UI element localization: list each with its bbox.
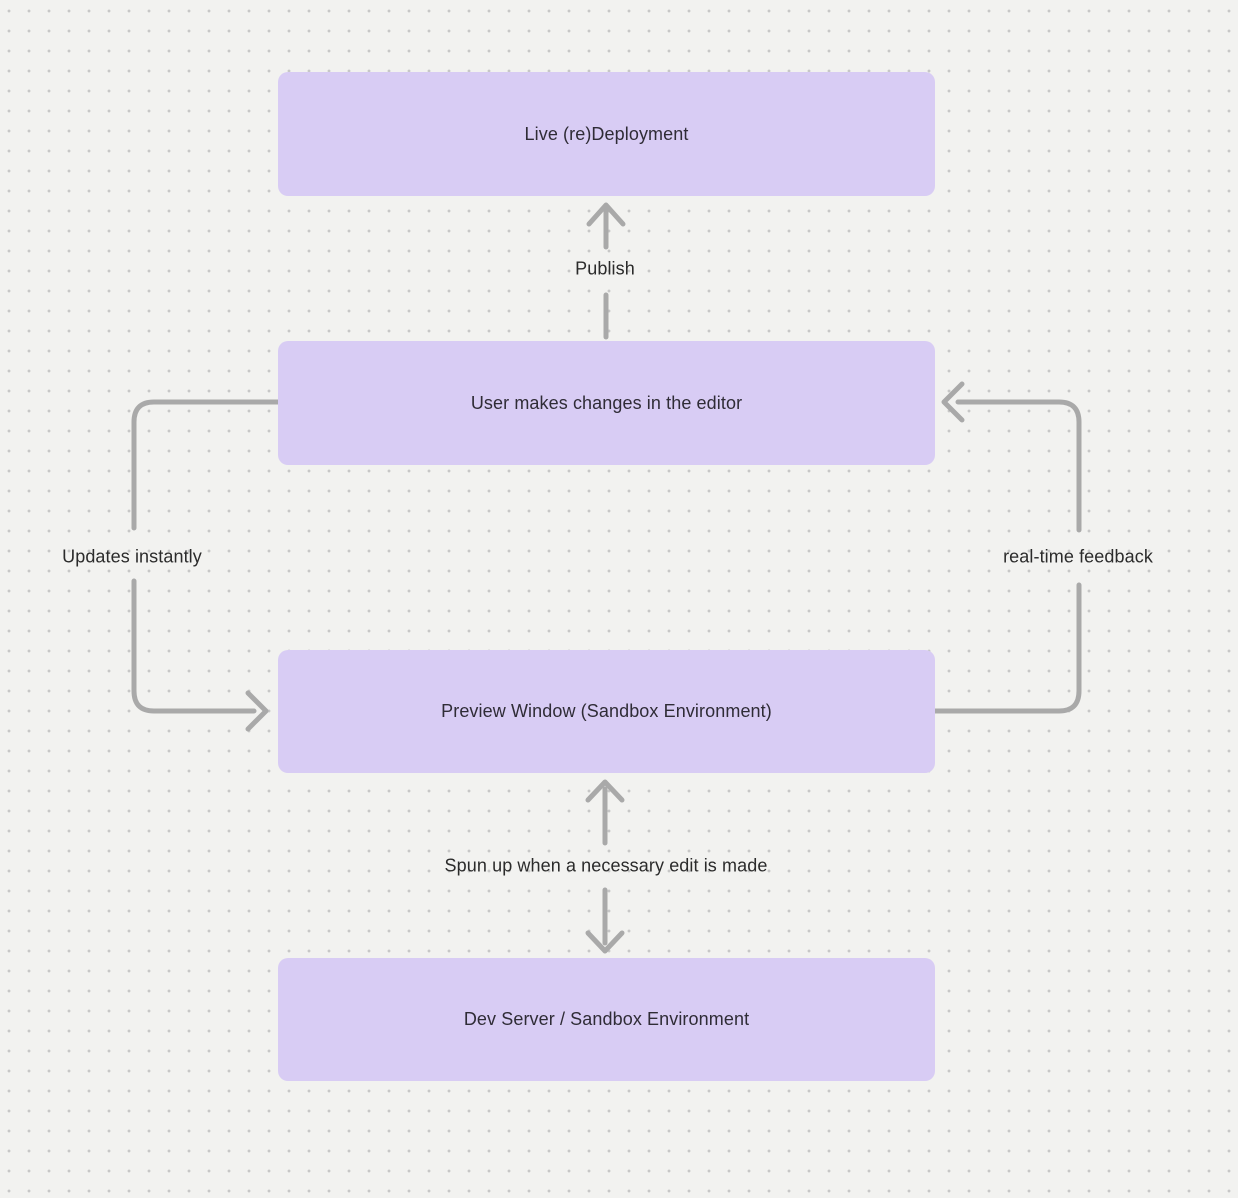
edge-realtime-feedback[interactable] [932, 381, 1082, 714]
edge-publish[interactable] [586, 202, 626, 340]
edge-updates-upper-segment[interactable] [131, 399, 281, 531]
arrowhead-up-icon [585, 779, 625, 803]
edge-spun-up[interactable] [585, 779, 625, 954]
node-user-changes-label: User makes changes in the editor [470, 392, 743, 413]
edge-label-publish[interactable]: Publish [575, 258, 635, 279]
edge-label-realtime-feedback[interactable]: real-time feedback [1003, 546, 1153, 567]
arrowhead-left-icon [941, 381, 965, 423]
node-dev-server[interactable]: Dev Server / Sandbox Environment [278, 958, 935, 1081]
edge-feedback-lower-segment[interactable] [932, 582, 1082, 714]
node-dev-server-label: Dev Server / Sandbox Environment [463, 1009, 750, 1029]
edge-label-updates-instantly[interactable]: Updates instantly [62, 546, 202, 567]
edge-updates-instantly[interactable] [131, 399, 281, 732]
edge-updates-lower-segment[interactable] [131, 578, 257, 714]
node-preview-window-label: Preview Window (Sandbox Environment) [441, 701, 772, 721]
arrowhead-up-icon [586, 202, 626, 227]
arrowhead-down-icon [585, 930, 625, 954]
arrowhead-right-icon [245, 690, 269, 732]
node-user-changes[interactable]: User makes changes in the editor [278, 341, 935, 465]
edge-label-spun-up[interactable]: Spun up when a necessary edit is made [444, 855, 768, 876]
edge-feedback-upper-segment[interactable] [955, 399, 1082, 533]
node-live-deployment[interactable]: Live (re)Deployment [278, 72, 935, 196]
node-preview-window[interactable]: Preview Window (Sandbox Environment) [278, 650, 935, 773]
node-live-deployment-label: Live (re)Deployment [524, 123, 689, 144]
